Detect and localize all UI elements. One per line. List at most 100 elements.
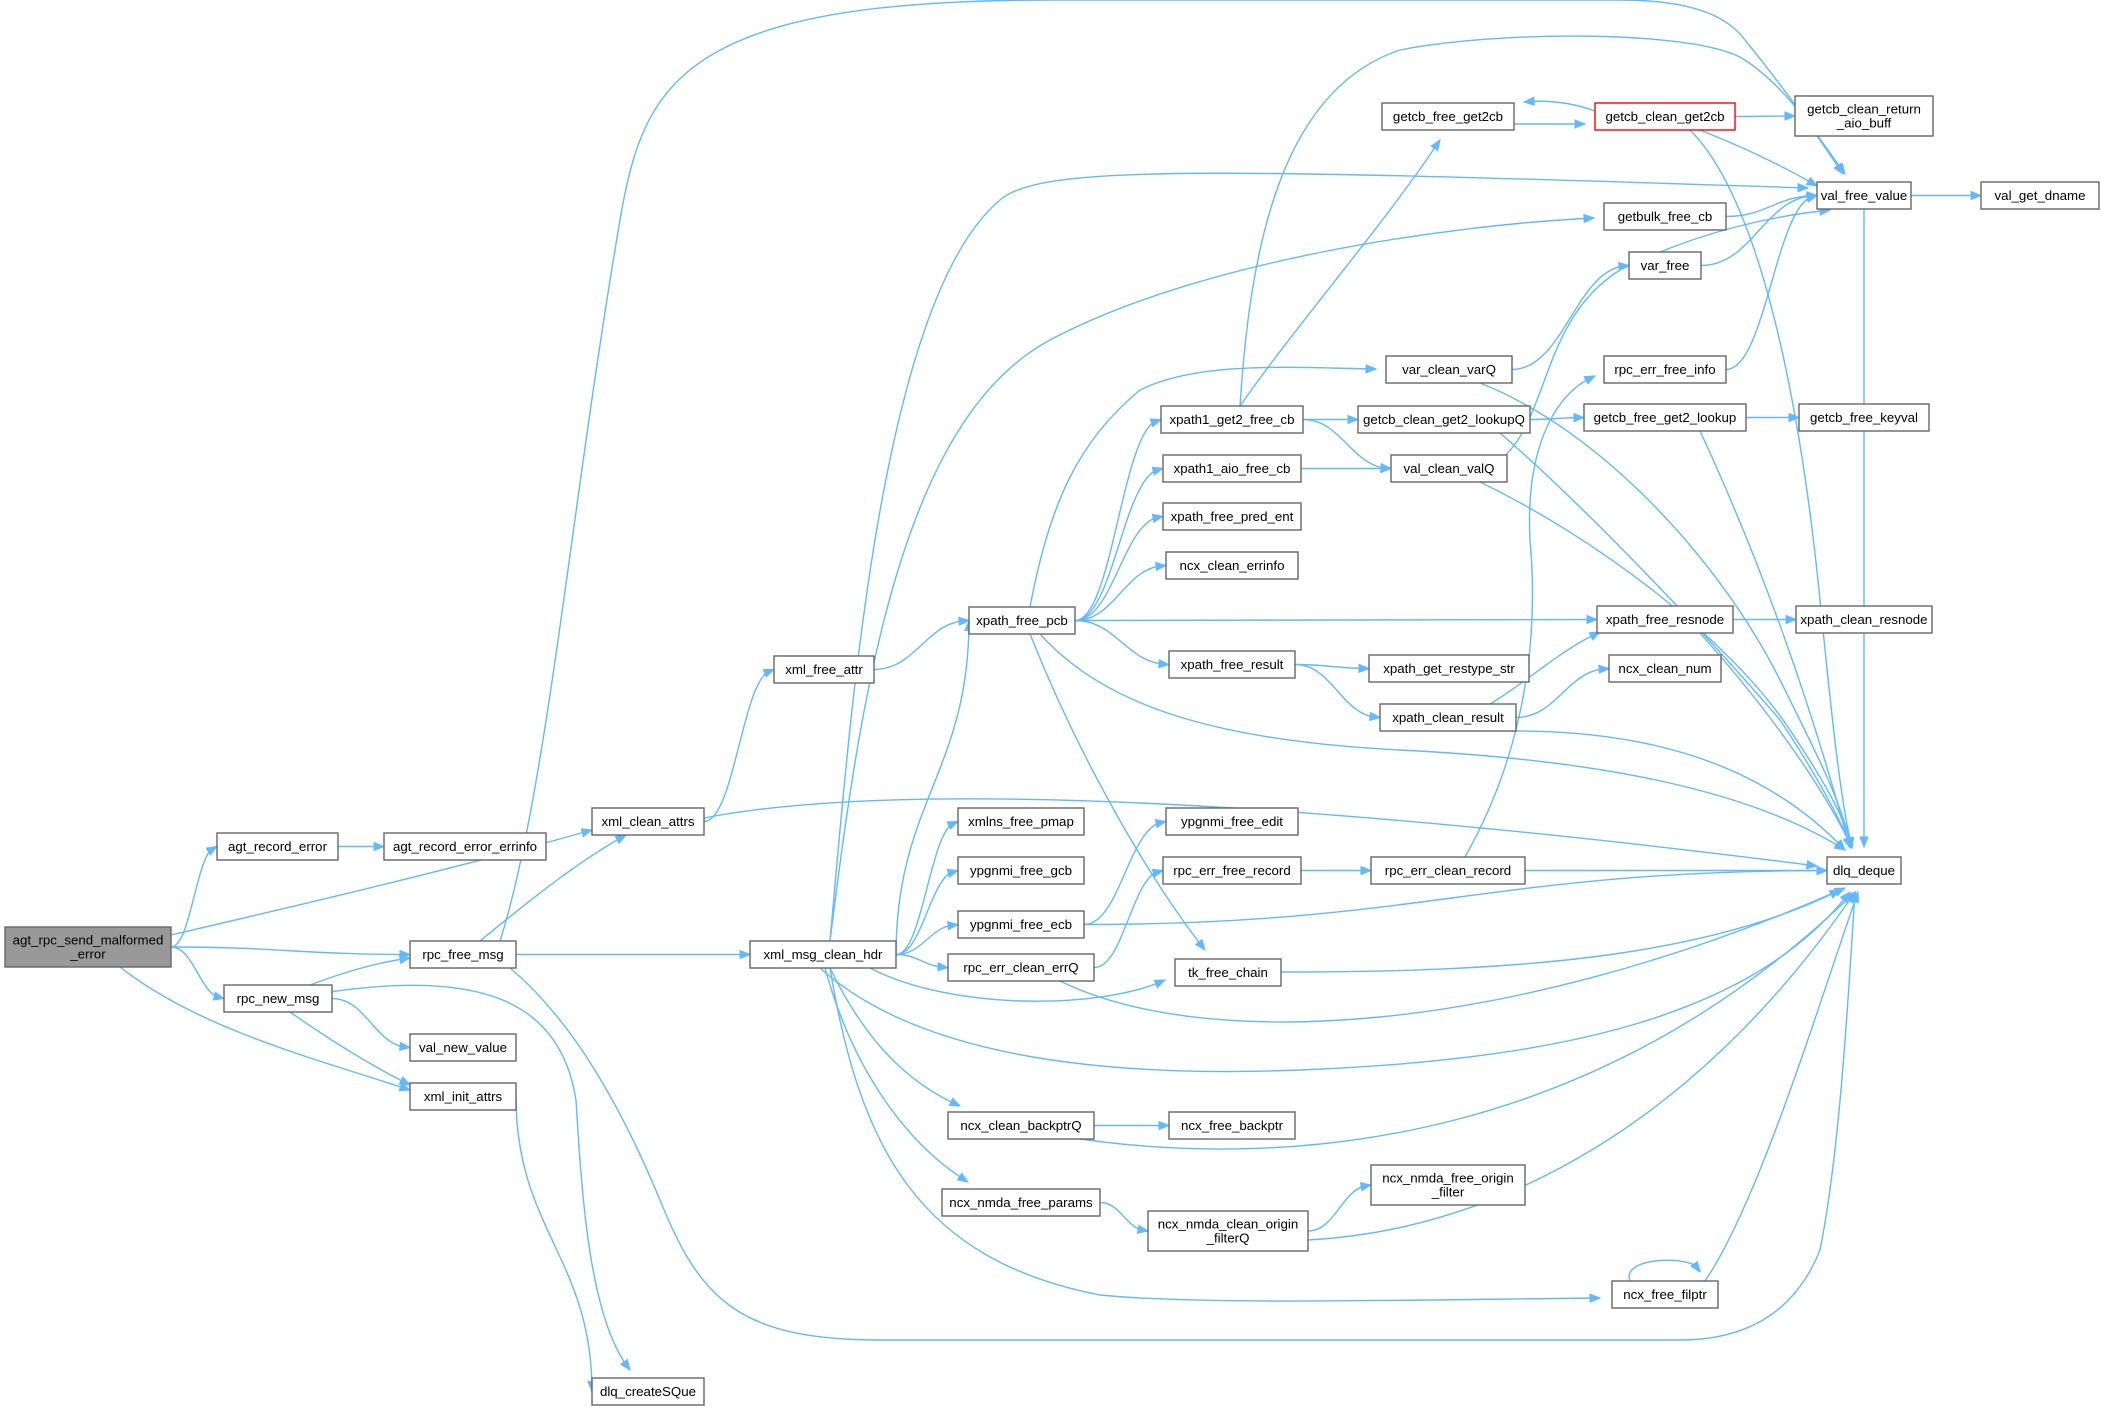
- edge-var_clean_varQ-to-var_free: [1511, 261, 1631, 371]
- node-ncx-clean-errinfo[interactable]: ncx_clean_errinfo: [1165, 551, 1299, 580]
- node-xpath1-aio-free-cb[interactable]: xpath1_aio_free_cb: [1162, 454, 1302, 483]
- node-box: [1826, 856, 1902, 885]
- edge-line: [1059, 887, 1846, 1023]
- node-getcb-free-keyval[interactable]: getcb_free_keyval: [1798, 403, 1930, 432]
- node-getcb-clean-get2-lookupQ[interactable]: getcb_clean_get2_lookupQ: [1357, 405, 1531, 434]
- node-ncx-clean-backptrQ[interactable]: ncx_clean_backptrQ: [947, 1111, 1095, 1140]
- node-label: rpc_err_free_record: [1173, 863, 1291, 878]
- node-rpc-free-msg[interactable]: rpc_free_msg: [409, 940, 517, 969]
- node-val-clean-valQ[interactable]: val_clean_valQ: [1390, 454, 1508, 483]
- edge-xpath_clean_result-to-ncx_clean_num: [1515, 664, 1611, 719]
- node-getcb-clean-get2cb[interactable]: getcb_clean_get2cb: [1594, 102, 1736, 131]
- node-getcb-clean-return-aio-buff[interactable]: getcb_clean_return_aio_buff: [1794, 95, 1934, 137]
- node-var-clean-varQ[interactable]: var_clean_varQ: [1385, 355, 1513, 384]
- edge-line: [1280, 889, 1841, 973]
- node-dlq-deque[interactable]: dlq_deque: [1826, 856, 1902, 885]
- edge-arrowhead: [1970, 190, 1983, 201]
- edge-xml_msg_clean_hdr-to-getbulk_free_cb: [829, 213, 1596, 942]
- node-rpc-err-clean-errQ[interactable]: rpc_err_clean_errQ: [947, 953, 1095, 982]
- edge-line: [703, 798, 1818, 867]
- node-tk-free-chain[interactable]: tk_free_chain: [1174, 958, 1282, 987]
- edge-line: [509, 891, 1856, 1341]
- edge-xml_msg_clean_hdr-to-tk_free_chain: [869, 967, 1167, 1002]
- node-ncx-nmda-free-params[interactable]: ncx_nmda_free_params: [941, 1188, 1101, 1217]
- node-xpath-free-resnode[interactable]: xpath_free_resnode: [1596, 605, 1734, 634]
- node-xml-init-attrs[interactable]: xml_init_attrs: [409, 1082, 517, 1111]
- edge-xpath_clean_result-to-xpath_free_resnode: [1489, 631, 1602, 705]
- node-agt-record-error[interactable]: agt_record_error: [216, 832, 339, 861]
- node-ncx-nmda-free-origin-filter[interactable]: ncx_nmda_free_origin_filter: [1370, 1164, 1526, 1206]
- node-label: dlq_deque: [1833, 863, 1895, 878]
- edge-arrowhead: [1573, 412, 1586, 423]
- node-label: xpath1_get2_free_cb: [1170, 412, 1295, 427]
- node-ncx-free-backptr[interactable]: ncx_free_backptr: [1168, 1111, 1296, 1140]
- edge-arrowhead: [1583, 213, 1596, 224]
- node-xpath-clean-resnode[interactable]: xpath_clean_resnode: [1795, 605, 1933, 634]
- node-rpc-err-clean-record[interactable]: rpc_err_clean_record: [1370, 856, 1526, 885]
- edge-agt_rpc_send_malformed_error-to-xml_init_attrs: [119, 966, 412, 1092]
- node-xpath-free-pred-ent[interactable]: xpath_free_pred_ent: [1162, 502, 1302, 531]
- node-rpc-err-free-record[interactable]: rpc_err_free_record: [1162, 856, 1302, 885]
- node-var-free[interactable]: var_free: [1628, 251, 1702, 280]
- node-label: rpc_err_clean_errQ: [963, 960, 1078, 975]
- node-agt-rpc-send-malformed-error[interactable]: agt_rpc_send_malformed_error: [4, 926, 172, 968]
- edge-getcb_clean_get2cb-to-getcb_free_get2cb: [1522, 96, 1596, 112]
- node-label: val_clean_valQ: [1404, 461, 1495, 476]
- node-box: [1596, 605, 1734, 634]
- node-box: [1162, 502, 1302, 531]
- edge-rpc_err_clean_errQ-to-rpc_err_free_record: [1093, 868, 1165, 969]
- edge-arrowhead: [1805, 193, 1819, 203]
- node-xpath-clean-result[interactable]: xpath_clean_result: [1379, 703, 1517, 732]
- node-xpath-get-restype-str[interactable]: xpath_get_restype_str: [1368, 654, 1530, 683]
- node-box: [1798, 403, 1930, 432]
- node-xml-clean-attrs[interactable]: xml_clean_attrs: [591, 807, 705, 836]
- node-label: rpc_err_clean_record: [1385, 863, 1511, 878]
- node-getbulk-free-cb[interactable]: getbulk_free_cb: [1603, 202, 1727, 231]
- edge-arrowhead: [1843, 836, 1853, 850]
- node-rpc-new-msg[interactable]: rpc_new_msg: [223, 984, 333, 1013]
- edge-xpath_free_pcb-to-xpath1_aio_free_cb: [1074, 466, 1165, 622]
- edge-arrowhead: [619, 1358, 631, 1372]
- edge-arrowhead: [1850, 890, 1860, 904]
- node-ypgnmi-free-ecb[interactable]: ypgnmi_free_ecb: [957, 910, 1085, 939]
- node-label: val_new_value: [419, 1040, 507, 1055]
- edge-arrowhead: [1360, 865, 1373, 876]
- node-xml-free-attr[interactable]: xml_free_attr: [773, 655, 875, 684]
- node-box: [968, 606, 1076, 635]
- node-ncx-free-filptr[interactable]: ncx_free_filptr: [1611, 1280, 1719, 1309]
- node-val-get-dname[interactable]: val_get_dname: [1980, 181, 2100, 210]
- node-xpath-free-pcb[interactable]: xpath_free_pcb: [968, 606, 1076, 635]
- edge-line: [170, 946, 225, 1000]
- node-val-free-value[interactable]: val_free_value: [1816, 181, 1912, 210]
- edge-arrowhead: [1369, 711, 1382, 722]
- node-val-new-value[interactable]: val_new_value: [409, 1033, 517, 1062]
- edge-xml_init_attrs-to-dlq_createSQue: [515, 1096, 597, 1393]
- node-dlq-createSQue[interactable]: dlq_createSQue: [591, 1377, 705, 1406]
- edge-rpc_err_clean_record-to-dlq_deque: [1525, 865, 1829, 876]
- node-xpath-free-result[interactable]: xpath_free_result: [1168, 650, 1296, 679]
- node-ncx-nmda-clean-origin-filterQ[interactable]: ncx_nmda_clean_origin_filterQ: [1147, 1210, 1309, 1252]
- node-box: [749, 940, 897, 969]
- node-xml-msg-clean-hdr[interactable]: xml_msg_clean_hdr: [749, 940, 897, 969]
- node-agt-record-error-errinfo[interactable]: agt_record_error_errinfo: [383, 832, 547, 861]
- node-box: [957, 910, 1085, 939]
- node-ypgnmi-free-gcb[interactable]: ypgnmi_free_gcb: [957, 856, 1085, 885]
- edge-arrowhead: [1784, 111, 1797, 121]
- node-xpath1-get2-free-cb[interactable]: xpath1_get2_free_cb: [1160, 405, 1304, 434]
- node-getcb-free-get2cb[interactable]: getcb_free_get2cb: [1381, 102, 1515, 131]
- node-getcb-free-get2-lookup[interactable]: getcb_free_get2_lookup: [1583, 403, 1747, 432]
- edge-line: [1029, 366, 1377, 608]
- edge-ncx_clean_backptrQ-to-ncx_free_backptr: [1094, 1120, 1171, 1131]
- node-rpc-err-free-info[interactable]: rpc_err_free_info: [1603, 355, 1727, 384]
- node-xmlns-free-pmap[interactable]: xmlns_free_pmap: [957, 807, 1085, 836]
- node-box: [1165, 551, 1299, 580]
- node-label: getcb_free_keyval: [1810, 410, 1918, 425]
- node-ncx-clean-num[interactable]: ncx_clean_num: [1608, 654, 1722, 683]
- node-label: rpc_free_msg: [422, 947, 503, 962]
- node-label: xml_msg_clean_hdr: [764, 947, 884, 962]
- edge-agt_rpc_send_malformed_error-to-agt_record_error: [170, 845, 219, 948]
- node-ypgnmi-free-edit[interactable]: ypgnmi_free_edit: [1165, 807, 1299, 836]
- node-label: getcb_free_get2_lookup: [1594, 410, 1737, 425]
- node-label: xpath_clean_result: [1392, 710, 1504, 725]
- edge-line: [869, 967, 1166, 1002]
